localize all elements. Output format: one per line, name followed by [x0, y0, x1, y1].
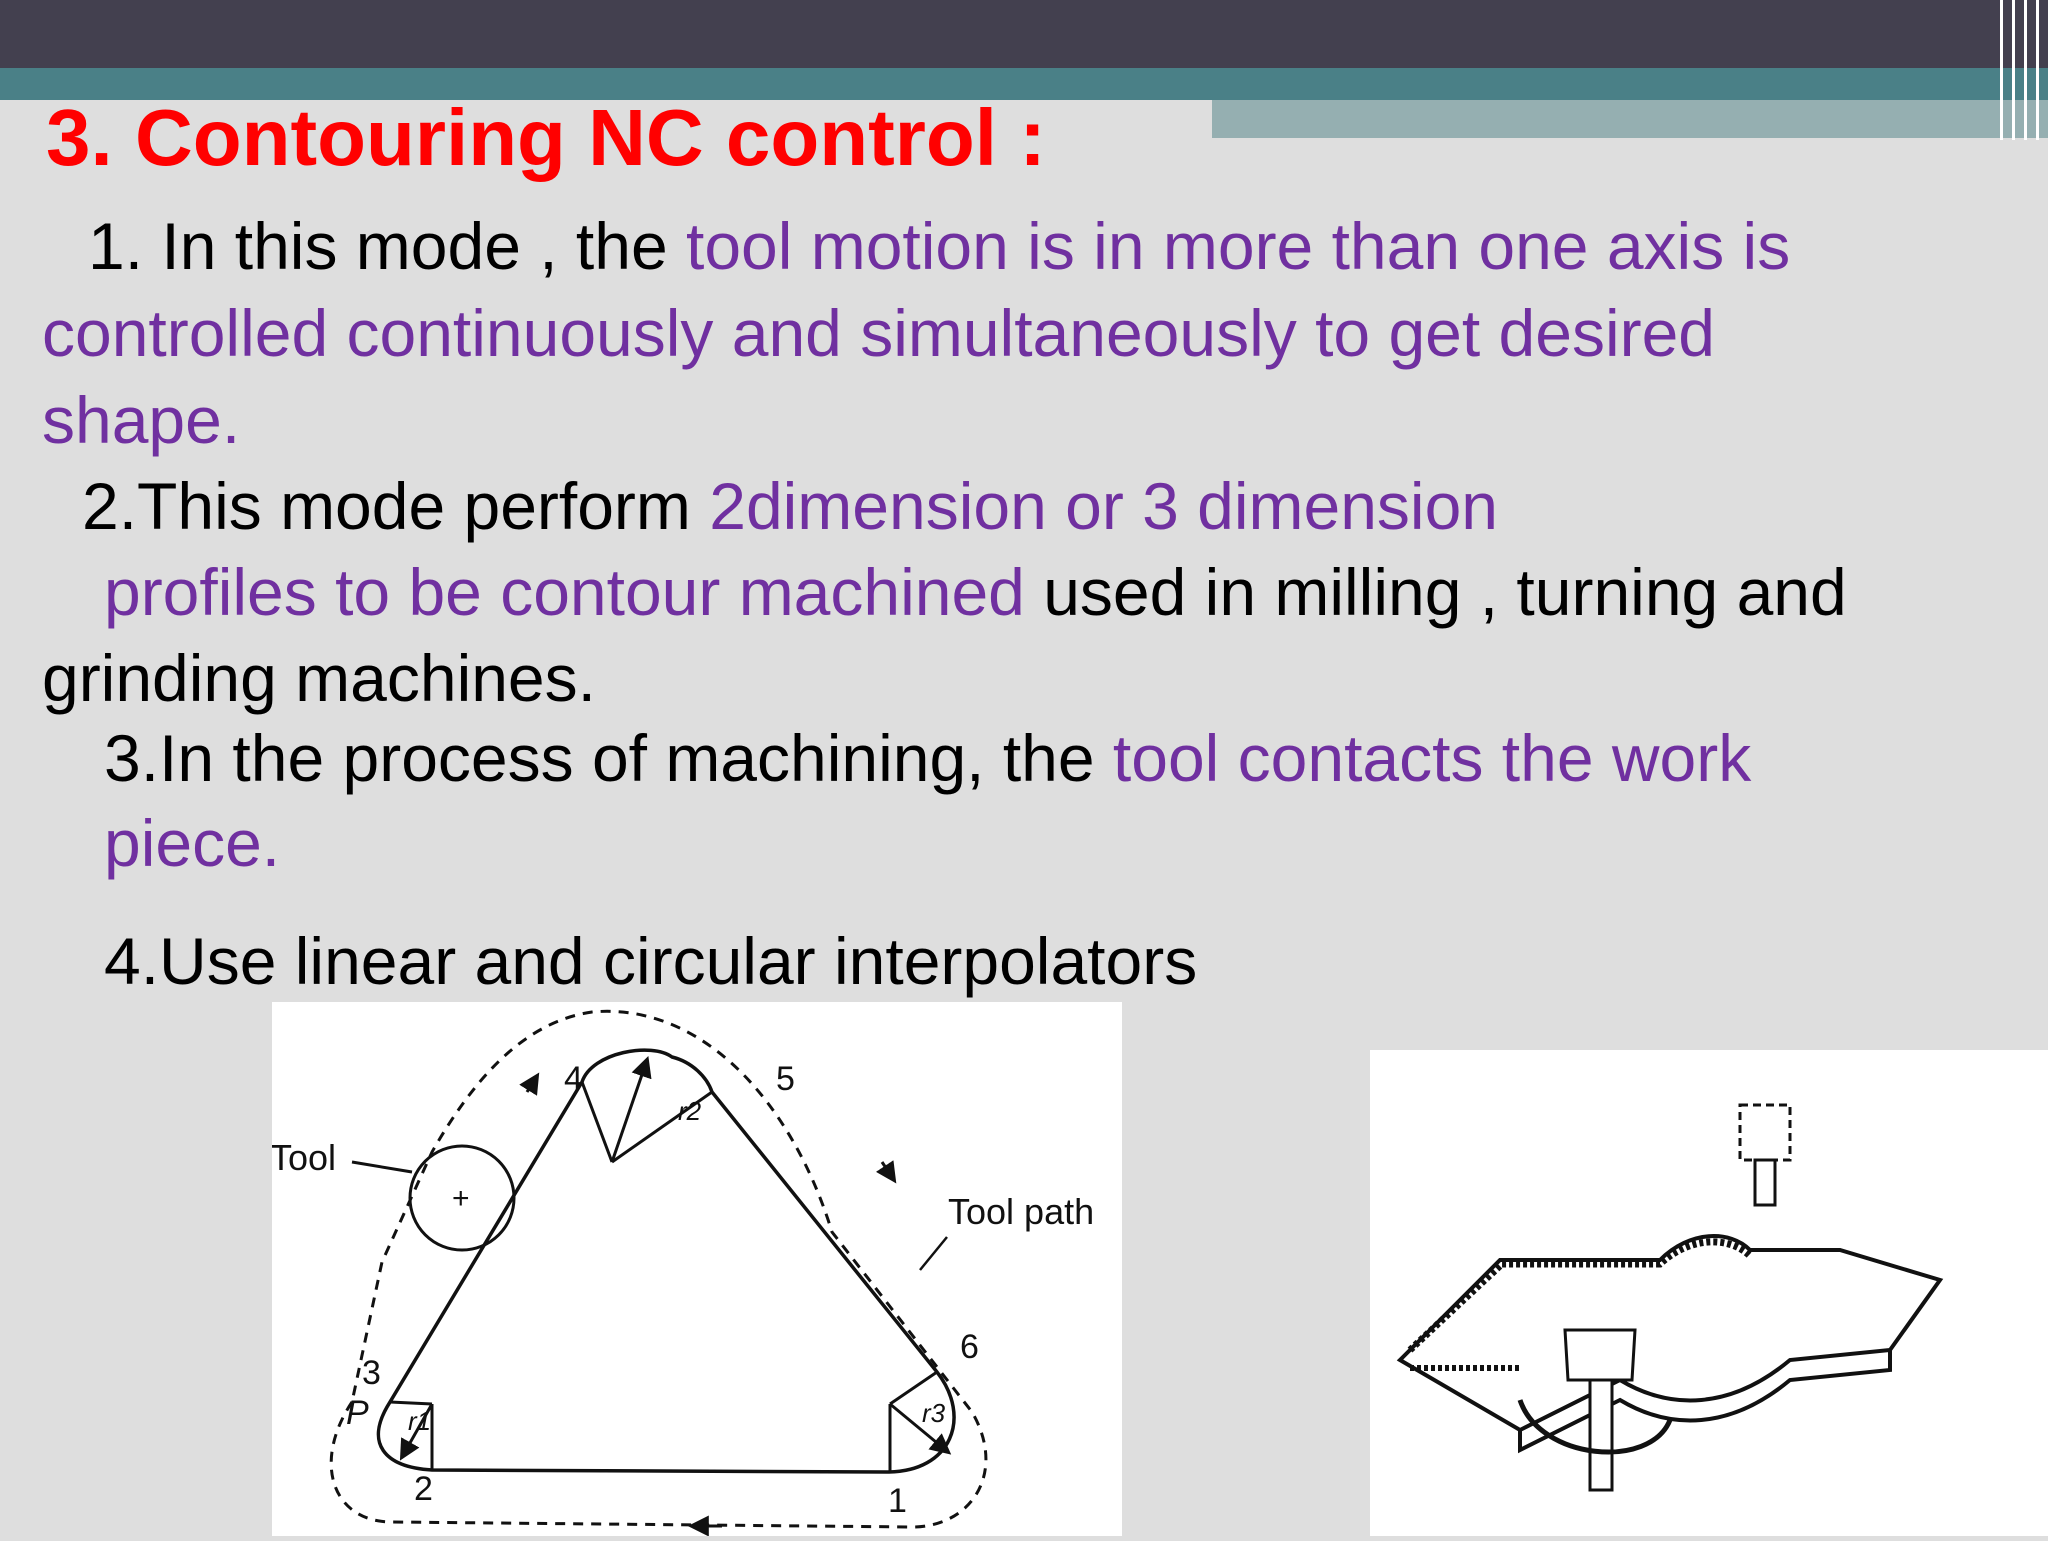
- contour-diagram-svg: + Tool Tool path 1 2 3 4 5 6 P r1 r2 r3: [270, 1009, 1094, 1537]
- point-3-highlight-a: tool contacts the work: [1112, 721, 1752, 795]
- light-decorative-band: [1212, 100, 2048, 138]
- tool-center-mark: +: [452, 1182, 470, 1215]
- point-2-highlight-b: profiles to be contour machined: [104, 555, 1025, 629]
- r3-arrow: [889, 1402, 952, 1455]
- point-2-rest-b: used in milling , turning and: [1024, 555, 1847, 629]
- tool-path-leader: [919, 1236, 948, 1271]
- p-label: P: [346, 1394, 369, 1432]
- point-2-highlight-a: 2dimension or 3 dimension: [709, 469, 1499, 543]
- contour-tool-path-figure: + Tool Tool path 1 2 3 4 5 6 P r1 r2 r3: [270, 1002, 1122, 1537]
- point-label-2: 2: [414, 1470, 433, 1508]
- cut-arc: [1517, 1399, 1673, 1455]
- radius-label-r1: r1: [408, 1406, 431, 1436]
- point-label-5: 5: [776, 1060, 795, 1098]
- point-3-line-1: 3.In the process of machining, the tool …: [104, 715, 1751, 801]
- radius-label-r3: r3: [922, 1398, 946, 1428]
- point-label-4: 4: [564, 1060, 583, 1098]
- point-1-line-1: 1. In this mode , the tool motion is in …: [88, 203, 1790, 289]
- workpiece-edge: [1518, 1350, 1892, 1454]
- milling-illustration-svg: [1396, 1103, 1944, 1492]
- point-1-highlight-c: shape.: [42, 383, 241, 457]
- slide-body: 1. In this mode , the tool motion is in …: [42, 203, 1847, 998]
- part-contour: [376, 1048, 956, 1474]
- point-label-6: 6: [960, 1328, 979, 1366]
- cutter-upper-shank: [1753, 1158, 1777, 1207]
- point-3-highlight-b: piece.: [104, 806, 281, 880]
- tool-leader-line: [351, 1160, 413, 1174]
- radius-line: [611, 1090, 713, 1164]
- point-label-1: 1: [888, 1482, 907, 1520]
- radius-label-r2: r2: [678, 1096, 702, 1126]
- point-2-lead: 2.This mode perform: [82, 469, 710, 543]
- point-3-lead: 3.In the process of machining, the: [104, 721, 1113, 795]
- teal-decorative-bar: [0, 68, 2048, 100]
- point-2-rest-c: grinding machines.: [42, 641, 596, 715]
- path-direction-arrow: [519, 1072, 540, 1096]
- point-1-highlight-b: controlled continuously and simultaneous…: [42, 296, 1716, 370]
- path-direction-arrow: [875, 1160, 897, 1184]
- cut-path: [1407, 1238, 1753, 1353]
- r2-arrow: [610, 1056, 652, 1163]
- cutter-lower-holder: [1563, 1328, 1637, 1382]
- r1-arrow: [399, 1403, 434, 1461]
- point-1-lead: 1. In this mode , the: [88, 209, 686, 283]
- point-2-line-1: 2.This mode perform 2dimension or 3 dime…: [82, 463, 1498, 549]
- point-2-line-2: profiles to be contour machined used in …: [104, 549, 1847, 635]
- tool-label: Tool: [272, 1137, 336, 1178]
- point-label-3: 3: [362, 1354, 381, 1392]
- tool-circle: [408, 1144, 516, 1252]
- tool-path-label: Tool path: [948, 1191, 1094, 1232]
- top-decorative-bar: [0, 0, 2048, 68]
- point-4: 4.Use linear and circular interpolators: [104, 924, 1198, 998]
- radius-line: [889, 1370, 938, 1406]
- cutter-lower-tool: [1588, 1378, 1614, 1492]
- cutter-upper-dashed: [1738, 1103, 1792, 1162]
- corner-decorative-lines: [1990, 0, 2048, 140]
- tool-path-dashed: [329, 1009, 988, 1529]
- point-1-highlight-a: tool motion is in more than one axis is: [686, 209, 1791, 283]
- slide-title: 3. Contouring NC control :: [46, 93, 1046, 182]
- workpiece-top: [1396, 1234, 1944, 1433]
- radius-line: [389, 1400, 433, 1406]
- contour-milling-3d-figure: [1370, 1050, 2048, 1536]
- radius-line: [580, 1081, 614, 1163]
